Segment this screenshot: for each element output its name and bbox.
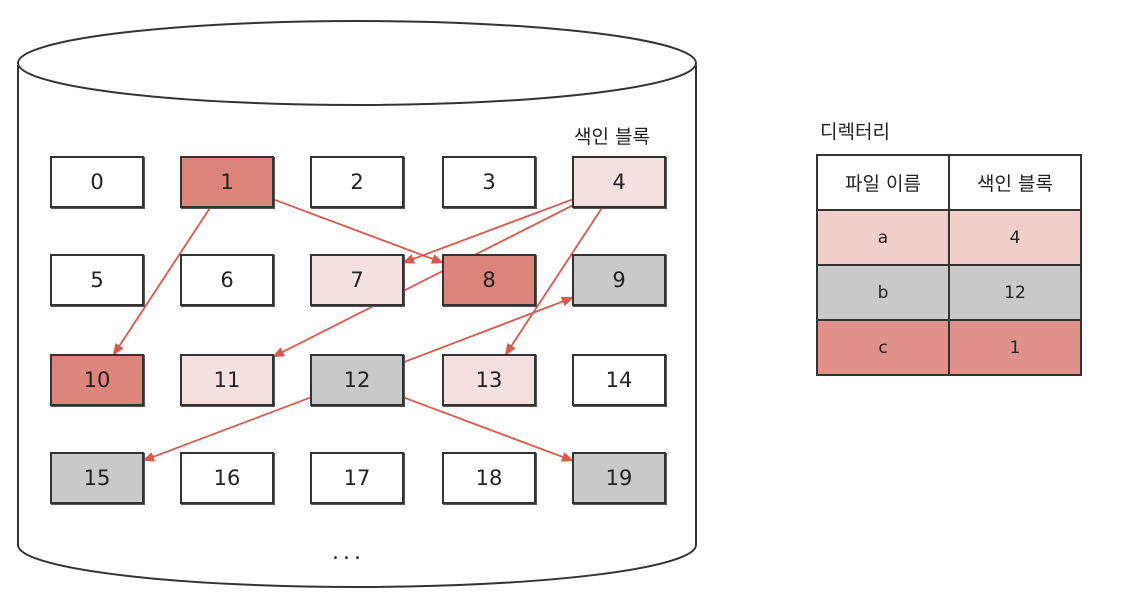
pointer-arrow-4-to-7 [402, 198, 573, 264]
pointer-arrow-12-to-15 [142, 396, 311, 462]
table-row: b 12 [816, 264, 1082, 321]
header-file-name: 파일 이름 [816, 154, 950, 211]
file-name-cell: b [816, 264, 950, 321]
table-row: c 1 [816, 319, 1082, 376]
disk-block-19: 19 [572, 452, 666, 504]
file-name-cell: a [816, 209, 950, 266]
disk-block-14: 14 [572, 354, 666, 406]
disk-block-8: 8 [442, 254, 536, 306]
index-block-label: 색인 블록 [574, 126, 650, 148]
disk-block-16: 16 [180, 452, 274, 504]
disk-block-15: 15 [50, 452, 144, 504]
ellipsis: ... [332, 540, 365, 565]
file-name-cell: c [816, 319, 950, 376]
disk-block-9: 9 [572, 254, 666, 306]
disk-block-11: 11 [180, 354, 274, 406]
disk-block-17: 17 [310, 452, 404, 504]
disk-block-13: 13 [442, 354, 536, 406]
disk-block-3: 3 [442, 156, 536, 208]
disk-block-5: 5 [50, 254, 144, 306]
pointer-arrow-4-to-13 [504, 207, 603, 356]
pointer-arrow-12-to-19 [403, 396, 574, 462]
disk-block-6: 6 [180, 254, 274, 306]
pointer-arrow-1-to-8 [273, 198, 444, 264]
directory-table: 파일 이름 색인 블록 a 4 b 12 c 1 [816, 154, 1082, 376]
disk-block-18: 18 [442, 452, 536, 504]
pointer-arrow-1-to-10 [112, 207, 211, 356]
disk-block-10: 10 [50, 354, 144, 406]
directory-header-row: 파일 이름 색인 블록 [816, 154, 1082, 211]
header-index-block: 색인 블록 [948, 154, 1082, 211]
disk-block-0: 0 [50, 156, 144, 208]
table-row: a 4 [816, 209, 1082, 266]
pointer-arrow-4-to-11 [272, 204, 573, 358]
disk-block-7: 7 [310, 254, 404, 306]
disk-block-1: 1 [180, 156, 274, 208]
index-block-cell: 4 [948, 209, 1082, 266]
disk-block-2: 2 [310, 156, 404, 208]
pointer-arrows [112, 198, 603, 462]
disk-block-4: 4 [572, 156, 666, 208]
pointer-arrow-12-to-9 [403, 296, 574, 363]
cylinder-top [17, 20, 697, 106]
disk-block-12: 12 [310, 354, 404, 406]
index-block-cell: 12 [948, 264, 1082, 321]
index-block-cell: 1 [948, 319, 1082, 376]
directory-title: 디렉터리 [820, 121, 890, 143]
